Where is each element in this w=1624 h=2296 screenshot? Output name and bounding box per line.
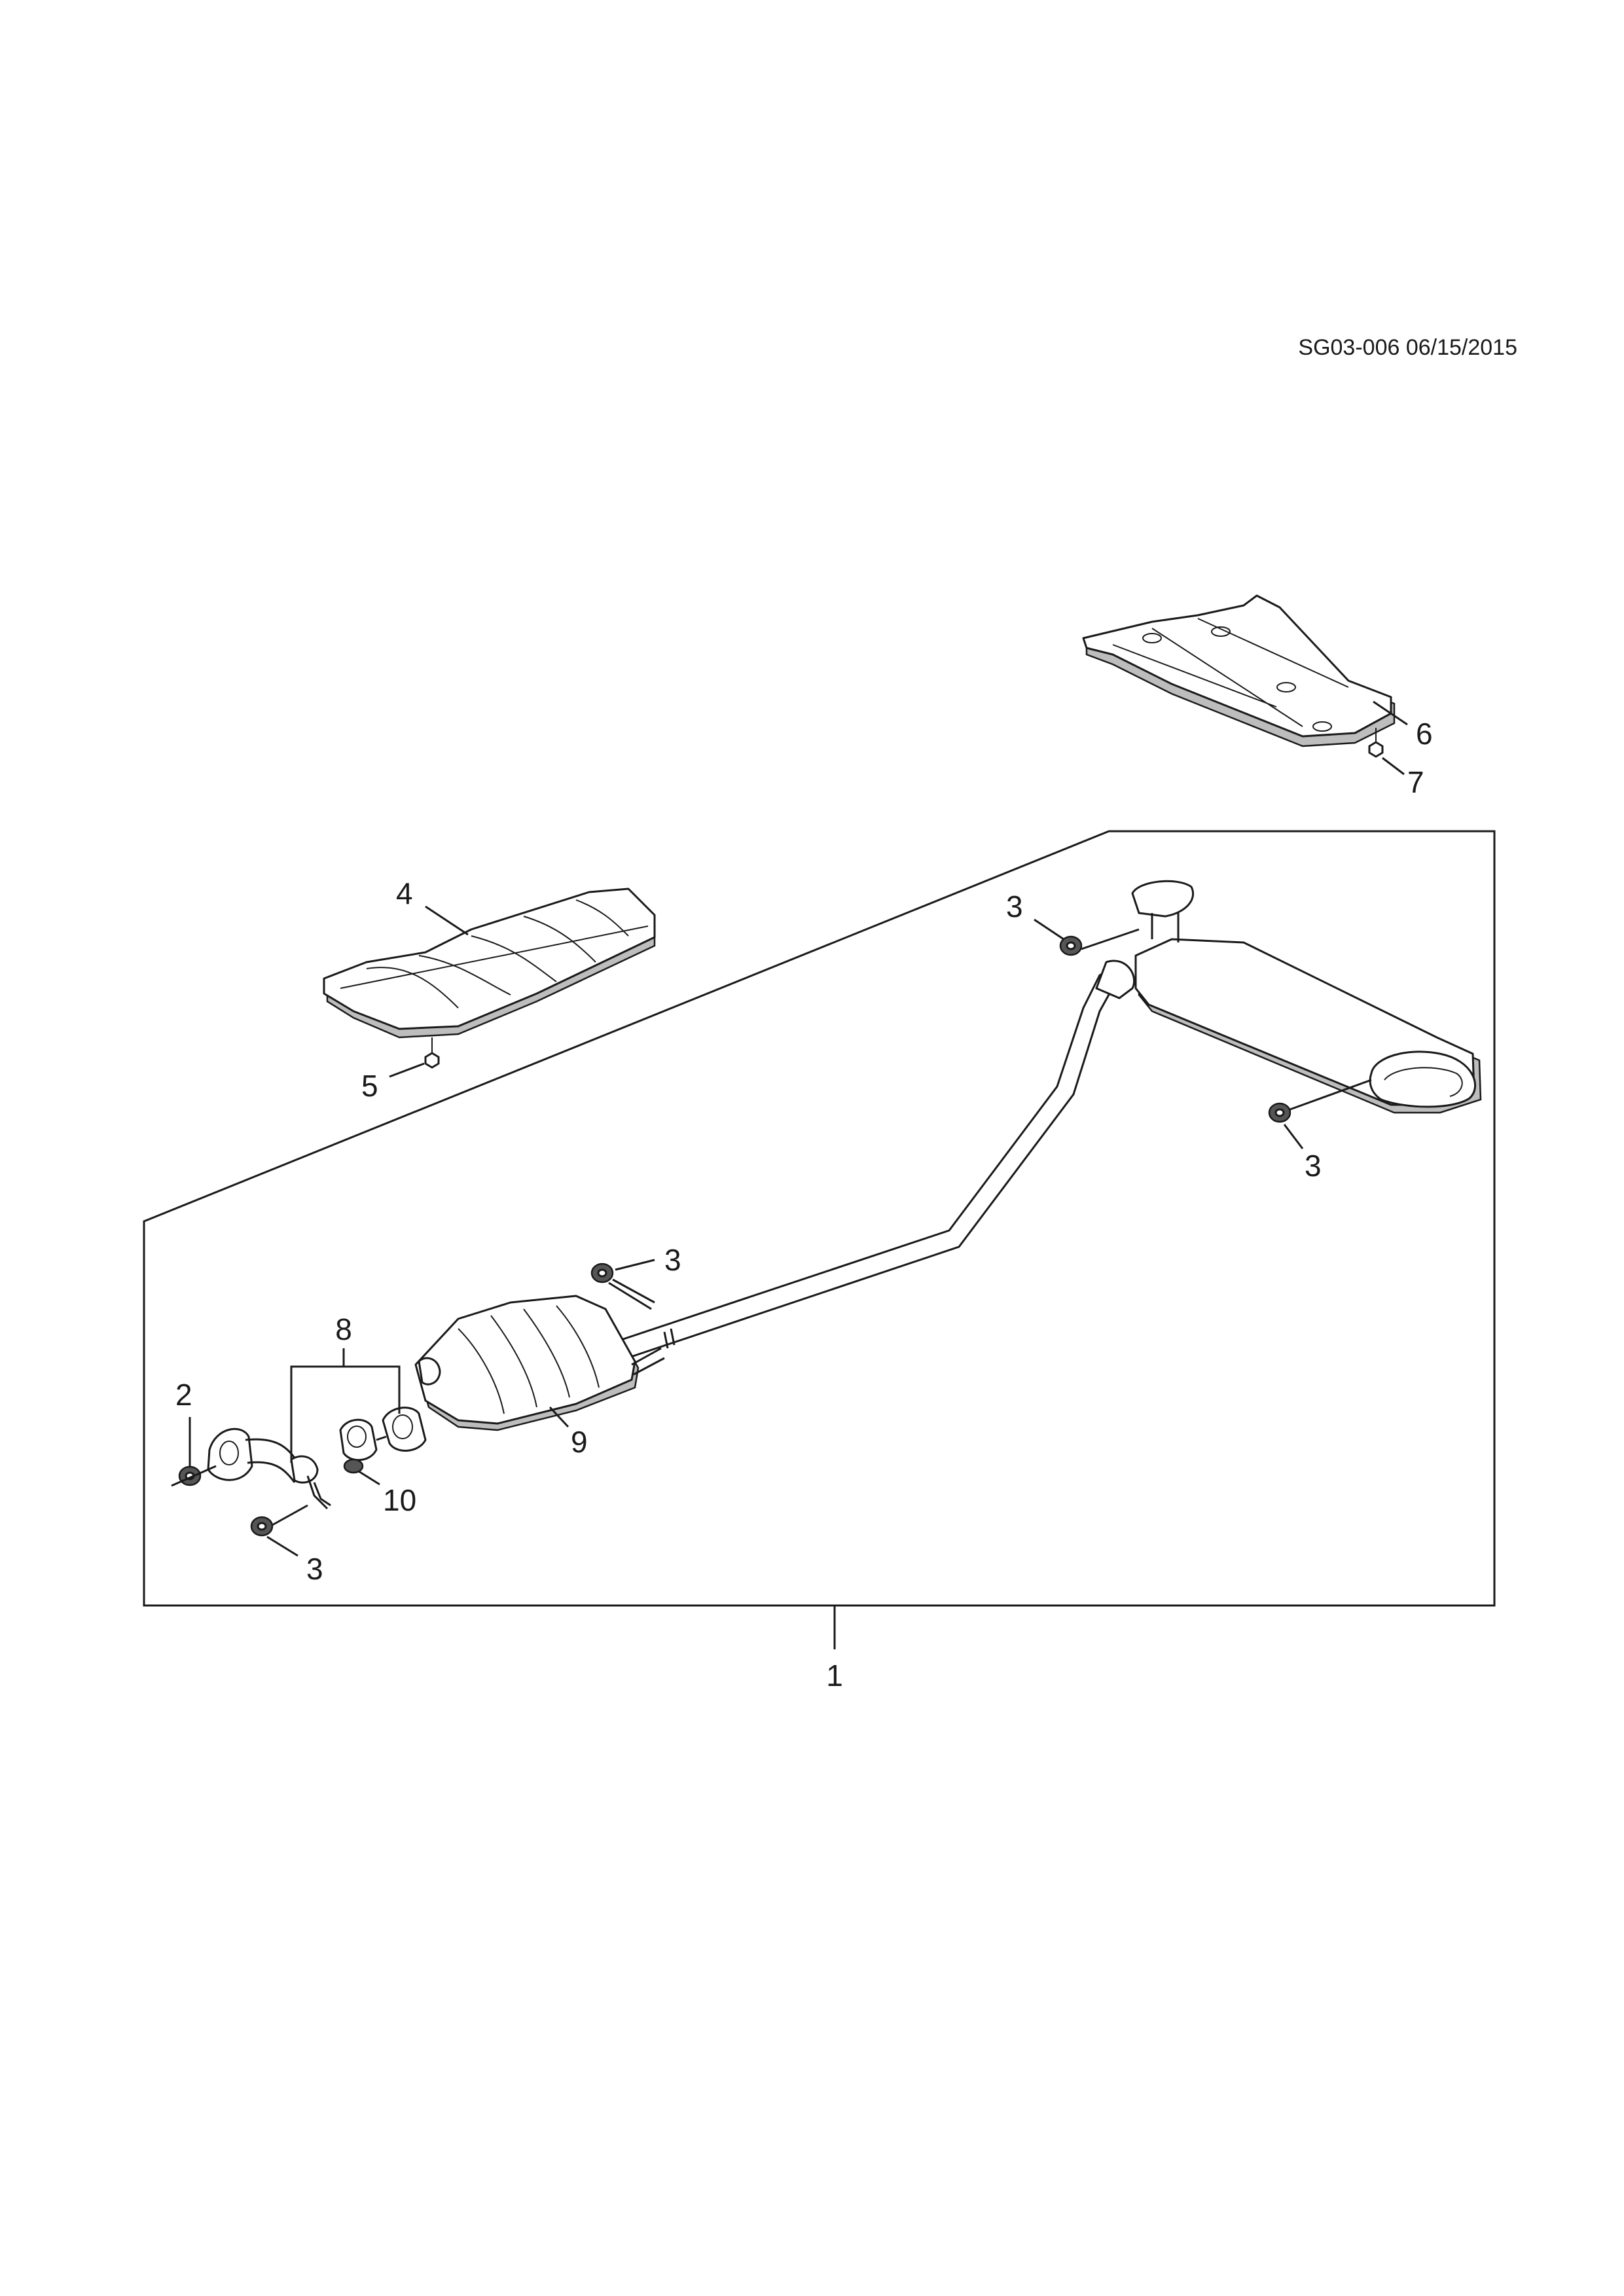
callout-3d: 3 (306, 1552, 323, 1586)
callout-2: 2 (175, 1378, 192, 1412)
hanger-insulator-front (250, 1504, 308, 1537)
heat-shield-rear (1082, 594, 1396, 747)
leader-3b (1283, 1124, 1304, 1149)
callout-6: 6 (1416, 717, 1433, 751)
hanger-insulator-rear-lower (1268, 1079, 1372, 1123)
leader-7 (1382, 757, 1405, 776)
leader-3a (1034, 918, 1064, 941)
leader-3d (266, 1535, 298, 1557)
hanger-insulator-middle (590, 1263, 655, 1310)
callout-7: 7 (1407, 765, 1424, 799)
front-pipe (207, 1427, 331, 1510)
document-id: SG03-006 06/15/2015 (1298, 335, 1517, 360)
catalytic-converter (414, 1295, 665, 1431)
callout-1: 1 (826, 1659, 843, 1693)
callout-5: 5 (361, 1069, 378, 1103)
callout-4: 4 (396, 876, 413, 910)
exhaust-pipe (615, 960, 1136, 1359)
callout-3b: 3 (1305, 1149, 1322, 1183)
rear-muffler (1131, 880, 1482, 1114)
leader-3c (615, 1259, 655, 1271)
leader-9 (549, 1406, 569, 1428)
hanger-insulator-2 (171, 1465, 217, 1487)
leader-4 (425, 905, 469, 936)
hanger-insulator-rear-upper (1059, 928, 1140, 956)
fastener-5 (424, 1037, 440, 1069)
clamp-set (339, 1407, 427, 1474)
assembly-boundary (143, 830, 1496, 1607)
callout-9: 9 (571, 1425, 588, 1459)
bracket-8 (290, 1365, 401, 1463)
callout-10: 10 (383, 1483, 416, 1517)
callout-3a: 3 (1006, 889, 1023, 924)
callout-8: 8 (335, 1312, 352, 1346)
leader-5 (389, 1062, 425, 1078)
heat-shield-front (323, 888, 656, 1039)
fastener-7 (1368, 728, 1384, 758)
leader-6 (1373, 700, 1408, 726)
leader-10 (358, 1470, 380, 1486)
callout-3c: 3 (664, 1243, 681, 1277)
